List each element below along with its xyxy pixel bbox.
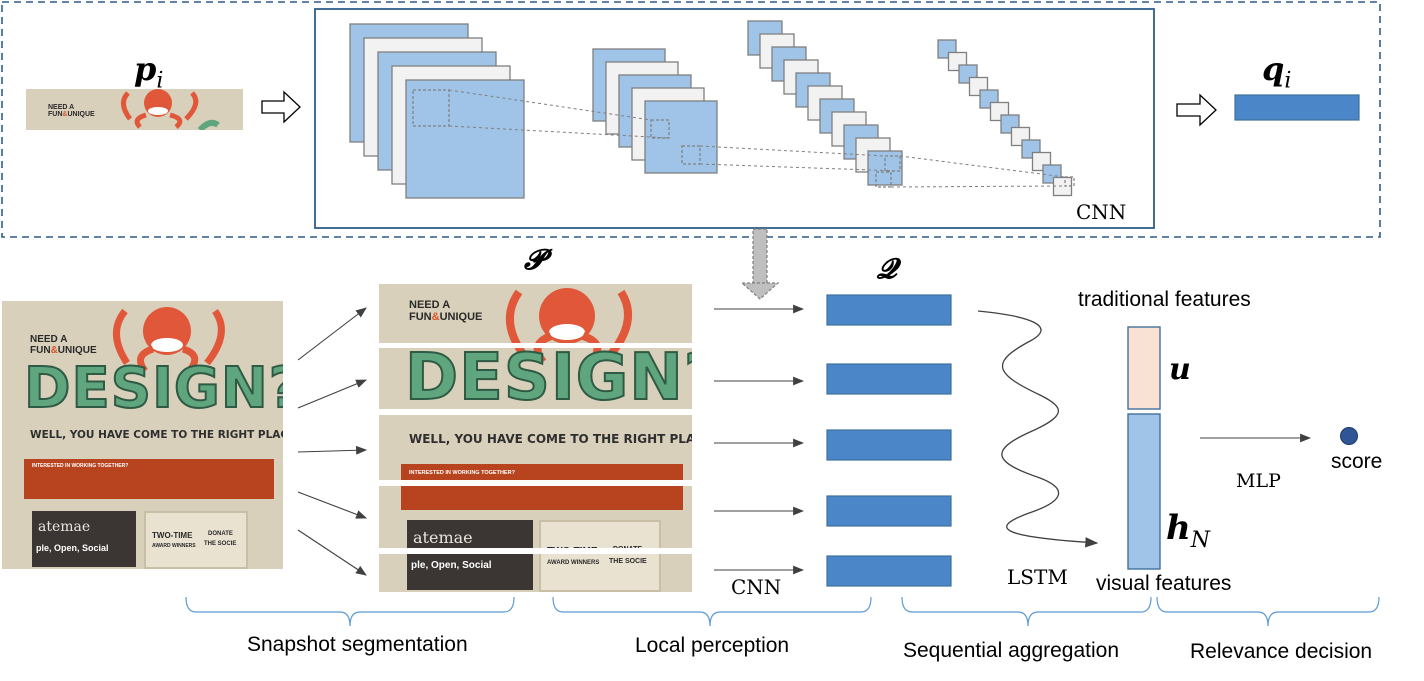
- thumb-need-line2b: UNIQUE: [67, 111, 95, 119]
- stage-relevance-decision: Relevance decision: [1190, 640, 1373, 663]
- seg-card-b-sub: AWARD WINNERS: [547, 560, 600, 566]
- snap-banner-text: INTERESTED IN WORKING TOGETHER?: [32, 463, 129, 469]
- label-u: u: [1169, 352, 1191, 387]
- snap-well-text: WELL, YOU HAVE COME TO THE RIGHT PLACE: [30, 429, 283, 441]
- hollow-arrow-right: [1176, 93, 1217, 127]
- q-bar: [826, 429, 952, 461]
- label-h-N-sub: N: [1190, 527, 1210, 553]
- receptive-field-line: [699, 145, 886, 157]
- full-page-snapshot: NEED A FUN&UNIQUE DESIGN? WELL, YOU HAVE…: [2, 301, 283, 569]
- snap-card-b-sub: AWARD WINNERS: [152, 543, 196, 549]
- label-traditional-features: traditional features: [1078, 288, 1251, 311]
- label-lstm: LSTM: [1007, 565, 1068, 589]
- feature-map: [644, 100, 718, 174]
- seg-need-line1: NEED A: [409, 299, 451, 311]
- brace-relevance-decision: [1156, 596, 1380, 627]
- label-h-N: hN: [1166, 508, 1210, 553]
- q-bar: [826, 294, 952, 326]
- seg-well-text: WELL, YOU HAVE COME TO THE RIGHT PLACE: [409, 432, 692, 446]
- seg-card-c-sub: THE SOCIE: [609, 558, 647, 565]
- q-i-vector: [1234, 94, 1360, 121]
- segment-separator: [379, 480, 692, 486]
- snap-card-a: atemae: [38, 519, 91, 535]
- receptive-field-line: [448, 89, 652, 121]
- brace-snapshot-segmentation: [185, 596, 515, 627]
- snap-card-c-sub: THE SOCIE: [204, 541, 237, 547]
- receptive-window: [875, 171, 892, 188]
- seg-design-text: DESIGN?: [404, 341, 692, 415]
- receptive-window: [412, 89, 450, 127]
- thumb-need-amp: &: [62, 111, 68, 119]
- octopus-illustration: [121, 89, 220, 130]
- hollow-arrow-left: [261, 90, 301, 124]
- stage-snapshot-segmentation: Snapshot segmentation: [247, 633, 468, 656]
- receptive-field-line: [890, 185, 1066, 188]
- segment-separator: [379, 343, 692, 348]
- cnn-down-arrow: [740, 228, 780, 300]
- label-p-i: pi: [134, 50, 163, 93]
- thumb-need-line2a: FUN: [48, 111, 63, 119]
- snap-design-text: DESIGN?: [23, 356, 283, 421]
- seg-need-line2a: FUN: [409, 310, 432, 323]
- snap-card-b: TWO-TIME: [152, 531, 193, 540]
- label-q-i-main: q: [1262, 50, 1285, 88]
- segment-separator: [379, 548, 692, 554]
- cnn-frame: [314, 8, 1155, 229]
- feature-map: [1052, 176, 1073, 197]
- seg-card-a-sub: ple, Open, Social: [411, 560, 492, 571]
- label-p-i-sub: i: [156, 68, 164, 94]
- thumb-need-line1: NEED A: [48, 104, 75, 111]
- seg-need-line2b: UNIQUE: [439, 310, 483, 323]
- receptive-window: [1064, 176, 1075, 187]
- feature-map: [867, 150, 903, 186]
- seg-card-a: atemae: [413, 528, 473, 547]
- q-bar: [826, 555, 952, 587]
- snap-card-c: DONATE: [208, 531, 233, 537]
- label-h-N-main: h: [1166, 508, 1191, 548]
- u-feature-bar: [1127, 326, 1161, 410]
- seg-banner-text: INTERESTED IN WORKING TOGETHER?: [409, 470, 515, 476]
- label-mlp: MLP: [1236, 470, 1281, 492]
- local-perception-arrows: [714, 304, 805, 575]
- segment-separator: [379, 409, 692, 415]
- label-q-i-sub: i: [1284, 68, 1292, 94]
- brace-local-perception: [552, 596, 872, 627]
- label-Q-set: 𝓠: [877, 252, 898, 285]
- snap-need-line1: NEED A: [30, 334, 68, 345]
- receptive-field-line: [448, 125, 670, 139]
- q-feature-bars: [826, 294, 952, 587]
- lstm-wave: [977, 310, 1099, 548]
- snap-need-amp: &: [50, 344, 58, 356]
- q-bar: [826, 363, 952, 395]
- label-P-set: 𝓟: [524, 243, 545, 276]
- label-visual-features: visual features: [1096, 572, 1232, 595]
- receptive-field-line: [899, 155, 1066, 178]
- snap-need-line2a: FUN: [30, 344, 51, 356]
- feature-map: [405, 79, 525, 199]
- label-cnn-top: CNN: [1076, 200, 1127, 224]
- h-feature-bar: [1127, 413, 1161, 570]
- label-score: score: [1331, 450, 1383, 473]
- score-dot: [1340, 427, 1358, 445]
- receptive-window: [681, 145, 701, 165]
- segmentation-arrows: [297, 307, 368, 576]
- stage-local-perception: Local perception: [635, 634, 790, 657]
- stage-sequential-aggregation: Sequential aggregation: [903, 639, 1120, 662]
- q-bar: [826, 495, 952, 527]
- label-cnn-bottom: CNN: [731, 575, 782, 599]
- snap-need-line2b: UNIQUE: [57, 344, 97, 356]
- top-dashed-frame: [1, 1, 1381, 238]
- label-q-i: qi: [1262, 50, 1291, 93]
- snap-card-a-sub: ple, Open, Social: [36, 543, 109, 553]
- cnn-feature-maps: [349, 20, 1075, 199]
- stage-braces: [185, 596, 1380, 627]
- label-p-i-main: p: [134, 50, 157, 88]
- octopus-illustration-large: [113, 307, 225, 373]
- p-i-snapshot-thumbnail: NEED A FUN&UNIQUE: [26, 89, 243, 130]
- brace-sequential-aggregation: [901, 596, 1152, 627]
- segmented-snapshot: NEED A FUN&UNIQUE DESIGN? WELL, YOU HAVE…: [379, 284, 692, 592]
- seg-need-amp: &: [431, 310, 440, 323]
